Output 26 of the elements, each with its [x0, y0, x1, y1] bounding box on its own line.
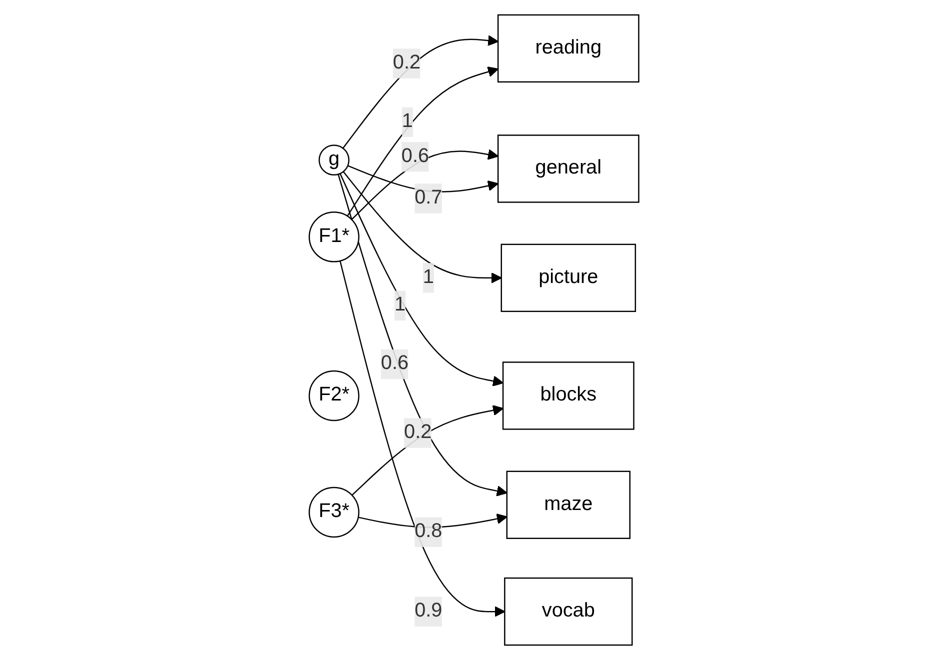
edge-label: 0.8 [414, 521, 442, 542]
edge-label: 1 [402, 110, 413, 132]
edge-label: 0.2 [404, 422, 432, 443]
node-circle: F3* [308, 486, 360, 538]
node-box: maze [506, 470, 630, 539]
node-circle: g [318, 144, 350, 176]
edge-label: 0.9 [414, 600, 442, 622]
node-circle: F1* [308, 212, 360, 262]
node-box: general [497, 134, 640, 203]
arrow [351, 149, 499, 220]
arrow [342, 35, 499, 149]
node-circle: F2* [308, 370, 360, 422]
node-box: picture [500, 244, 636, 312]
edge-label: 0.2 [392, 52, 421, 74]
arrow [340, 173, 504, 386]
edge-label: 1 [394, 294, 406, 316]
node-box: blocks [502, 362, 634, 430]
edge-label: 0.7 [414, 187, 442, 208]
edge-label: 1 [422, 266, 434, 288]
node-box: vocab [504, 577, 633, 646]
arrow [339, 260, 506, 618]
edge-label: 0.6 [401, 146, 430, 167]
edge-label: 0.6 [380, 353, 409, 374]
arrow [352, 404, 504, 496]
arrow [342, 171, 502, 284]
node-box: reading [497, 14, 640, 83]
